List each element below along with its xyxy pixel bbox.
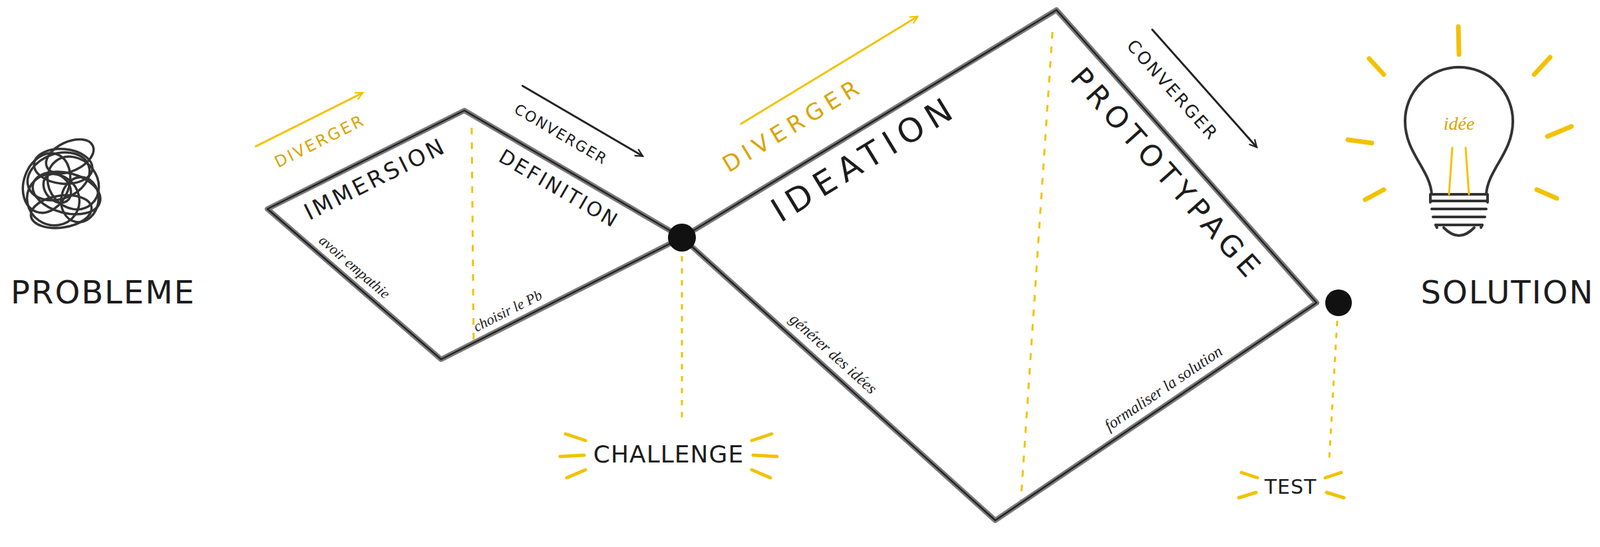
diamond-outline [681, 9, 1317, 521]
diamond-stage: IMMERSIONDEFINITIONavoir empathiechoisir… [267, 110, 682, 360]
emphasis-rays [560, 433, 1344, 498]
solution-label: SOLUTION [1421, 274, 1595, 311]
milestone-label: TEST [1264, 475, 1318, 499]
diamond-stage: IDEATIONPROTOTYPAGEgénérer des idéesform… [681, 9, 1317, 521]
milestone-dot [667, 223, 696, 252]
problem-scribble [14, 132, 110, 236]
bulb-text: idée [1443, 113, 1475, 135]
diamond-outline [681, 9, 1317, 521]
diamond-outline [267, 110, 682, 360]
light-bulb [1347, 26, 1572, 236]
milestone-dot [1325, 289, 1352, 317]
phase-divider [471, 31, 1053, 506]
diamond-outline [267, 110, 682, 360]
diamond-outline [681, 9, 1317, 521]
problem-label: PROBLEME [10, 274, 196, 311]
phase-note: formaliser la solution [1101, 341, 1227, 435]
milestone-label: CHALLENGE [593, 440, 744, 468]
phase-note: générer des idées [785, 310, 881, 398]
phase-note: avoir empathie [315, 231, 394, 303]
